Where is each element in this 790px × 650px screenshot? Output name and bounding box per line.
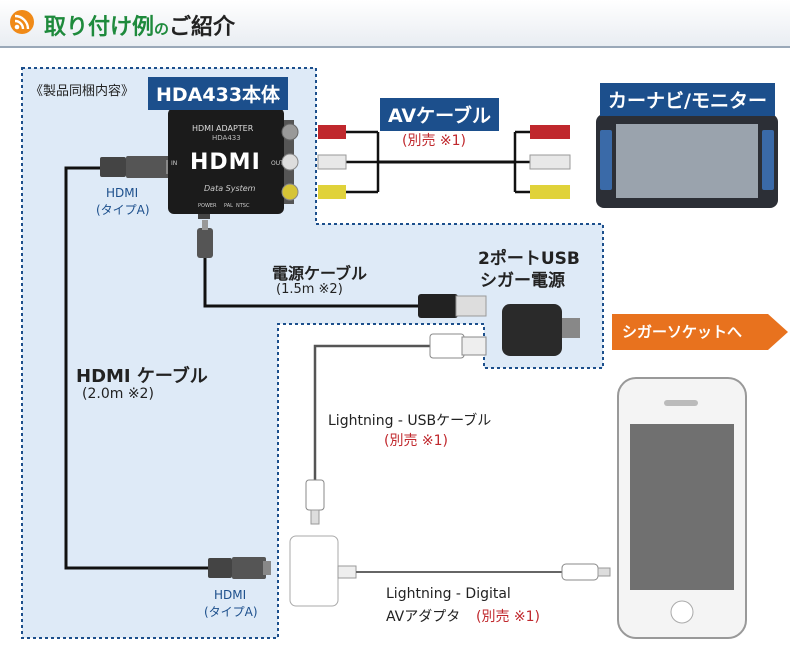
hdmi-cable-length: (2.0m ※2): [82, 386, 154, 402]
device-side-in: IN: [171, 160, 178, 167]
hdmi-cable-label: HDMI ケーブル: [76, 366, 208, 387]
title-part-particle: の: [154, 20, 170, 38]
device-hdmi-logo: HDMI: [190, 150, 261, 175]
header-bar: 取り付け例のご紹介: [0, 0, 790, 48]
lightning-plug-icon: [305, 479, 325, 525]
av-cable-badge: AVケーブル: [380, 98, 499, 131]
car-navi-monitor-icon: [596, 114, 778, 208]
hdmi-top-type: (タイプA): [96, 203, 150, 217]
device-switch-pal: PAL: [224, 203, 233, 209]
lightning-usb-cable: [313, 344, 430, 480]
socket-arrow-label: シガーソケットへ: [612, 314, 788, 350]
digital-av-label-line1: Lightning - Digital: [386, 586, 511, 602]
device-top-text: HDMI ADAPTER: [192, 124, 254, 133]
usb-car-charger-icon: [502, 304, 580, 356]
title-part-end: ご紹介: [169, 15, 236, 40]
lightning-plug-phone-icon: [561, 563, 611, 581]
device-side-out: OUT: [271, 160, 284, 167]
device-switch-ntsc: NTSC: [236, 203, 250, 209]
power-cable-length: (1.5m ※2): [276, 282, 343, 297]
hdmi-bottom-type: (タイプA): [204, 605, 258, 619]
digital-av-adapter-icon: [289, 535, 357, 607]
hdmi-top-label: HDMI: [106, 186, 139, 200]
smartphone-icon: [617, 377, 747, 639]
rss-icon: [10, 10, 34, 34]
power-cable: [203, 244, 420, 308]
hdmi-bottom-label: HDMI: [214, 588, 247, 602]
page-title: 取り付け例のご紹介: [44, 9, 235, 41]
av-cable-note: (別売 ※1): [402, 133, 467, 149]
lightning-usb-note: (別売 ※1): [384, 433, 449, 449]
digital-av-label-line2: AVアダプタ: [386, 609, 461, 625]
mini-usb-plug-icon: [197, 220, 213, 258]
lightning-usb-label: Lightning - USBケーブル: [328, 413, 492, 429]
rca-plugs-right-icon: [529, 125, 571, 199]
av-cable: [345, 130, 530, 194]
bundle-label: 《製品同梱内容》: [30, 84, 135, 99]
usb-plug-lightning-icon: [429, 333, 487, 359]
hdmi-plug-top-icon: [100, 156, 174, 178]
device-brand: Data System: [204, 184, 256, 193]
rca-plugs-left-icon: [317, 125, 347, 199]
hdmi-cable: [64, 166, 218, 570]
hdmi-plug-bottom-icon: [208, 557, 271, 579]
socket-arrow-icon: [612, 314, 788, 350]
usb-power-label-line1: 2ポートUSB: [478, 249, 580, 269]
bundle-region: [21, 67, 604, 639]
power-cable-label: 電源ケーブル: [272, 264, 368, 283]
title-part-main: 取り付け例: [44, 15, 155, 40]
device-name-badge: HDA433本体: [148, 77, 289, 110]
device-model: HDA433: [212, 134, 241, 142]
socket-arrow-text: シガーソケットへ: [622, 323, 743, 341]
device-switch-power: POWER: [198, 203, 217, 209]
usb-plug-power-icon: [418, 294, 487, 318]
usb-power-label-line2: シガー電源: [480, 271, 565, 291]
hda433-device-icon: [168, 108, 299, 219]
car-navi-badge: カーナビ/モニター: [600, 83, 775, 116]
digital-av-note: (別売 ※1): [476, 609, 541, 625]
